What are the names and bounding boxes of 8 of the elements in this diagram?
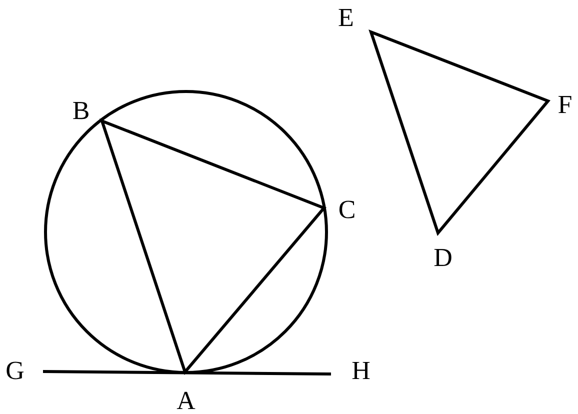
point-label: F — [558, 92, 572, 118]
point-label: C — [338, 197, 356, 223]
point-label: A — [176, 388, 196, 414]
point-label: G — [6, 358, 24, 384]
point-label: E — [338, 5, 354, 31]
point-label: B — [72, 98, 90, 124]
point-label: D — [434, 245, 452, 271]
point-label: H — [352, 358, 370, 384]
